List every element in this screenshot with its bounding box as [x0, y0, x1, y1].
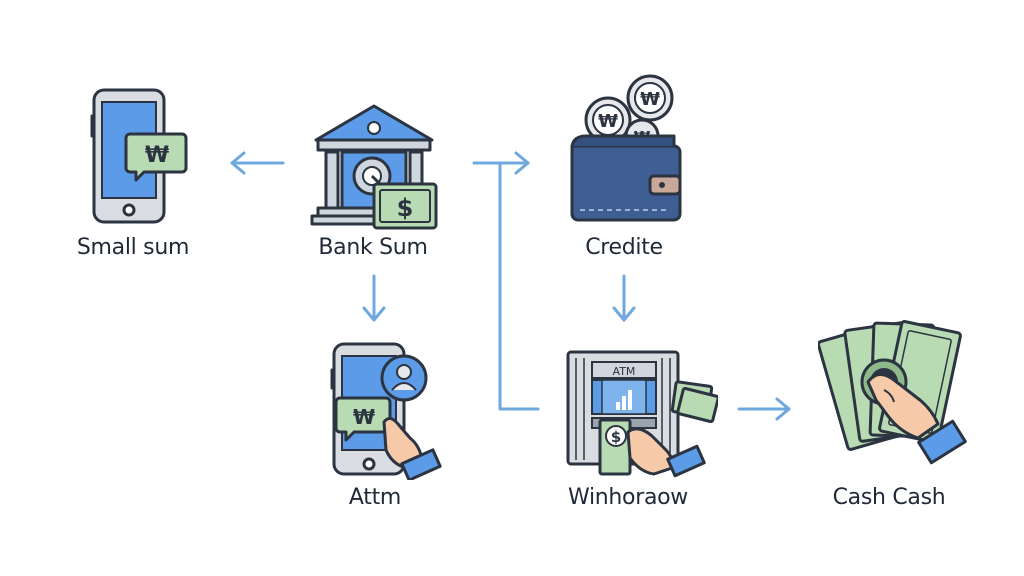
- arrow-bank-to-small-sum: [230, 151, 285, 175]
- arrow-credite-to-winhoraow: [612, 274, 636, 322]
- currency-symbol: ₩: [353, 405, 375, 429]
- node-label-attm: Attm: [348, 485, 402, 510]
- cash-hand-icon: [818, 320, 967, 465]
- currency-symbol: $: [397, 194, 414, 222]
- currency-symbol: ₩: [640, 89, 660, 110]
- arrow-winhoraow-to-cash: [737, 397, 791, 421]
- currency-symbol: $: [611, 428, 621, 446]
- atm-icon: ATM $: [566, 350, 718, 478]
- currency-symbol: ₩: [145, 143, 169, 168]
- node-label-small-sum: Small sum: [76, 235, 190, 260]
- bank-icon: $: [310, 104, 438, 230]
- node-label-winhoraow: Winhoraow: [567, 485, 688, 510]
- wallet-coins-icon: ₩ ₩ ₩: [570, 74, 682, 222]
- node-label-bank-sum: Bank Sum: [318, 235, 428, 260]
- phone-hand-icon: ₩: [330, 342, 442, 480]
- connector-vertical: [498, 161, 540, 411]
- node-label-cash-cash: Cash Cash: [832, 485, 946, 510]
- atm-sign: ATM: [613, 365, 636, 378]
- phone-won-icon: ₩: [90, 88, 188, 224]
- currency-symbol: ₩: [598, 111, 618, 132]
- node-label-credite: Credite: [585, 235, 663, 260]
- arrow-bank-to-attm: [362, 274, 386, 322]
